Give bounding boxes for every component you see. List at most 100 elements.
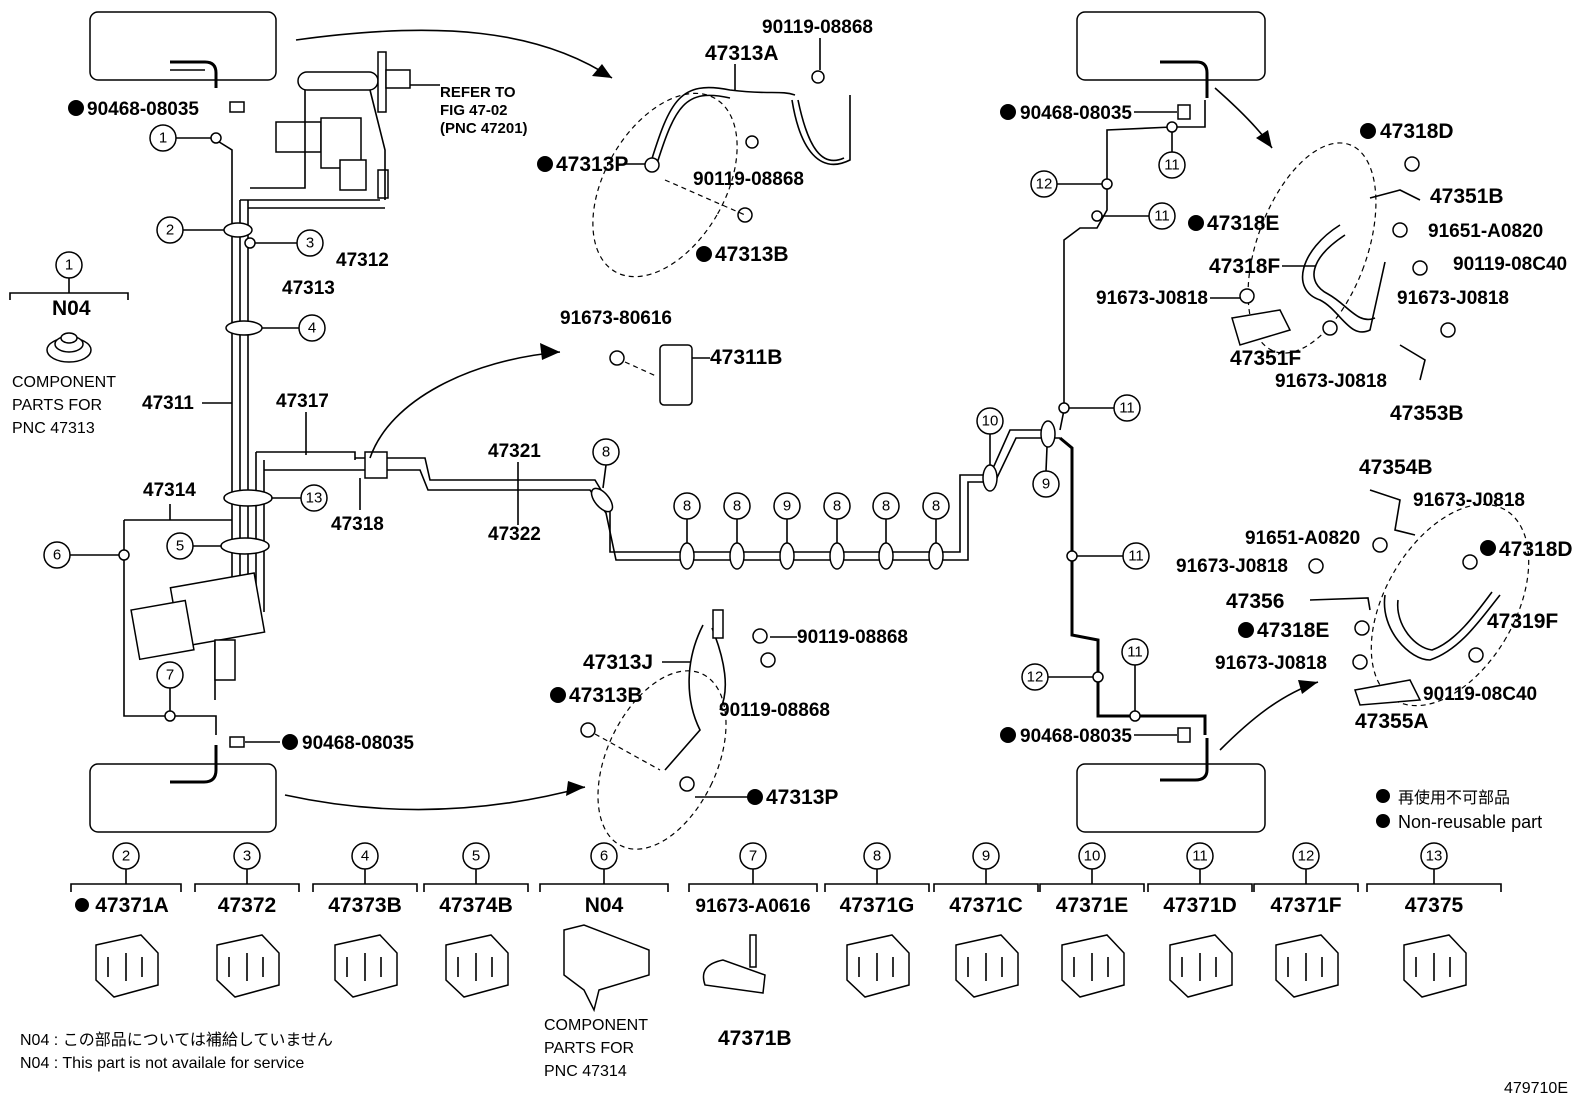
clip-detail bbox=[107, 953, 143, 981]
bracket bbox=[1253, 869, 1359, 892]
bracket bbox=[194, 869, 300, 892]
label-91673-J-3: 91673-J0818 bbox=[1275, 371, 1387, 392]
clamp-13 bbox=[223, 489, 273, 507]
bracket bbox=[539, 869, 669, 892]
bottom-part-3: 4 47373B bbox=[312, 842, 418, 998]
label-n04-left: N04 bbox=[52, 297, 91, 320]
master-cylinder-assembly bbox=[250, 51, 411, 200]
note-jp: N04 : この部品については補給していません bbox=[20, 1031, 333, 1049]
clamp-7-dot bbox=[164, 710, 176, 722]
clip-glyph bbox=[1275, 934, 1339, 998]
label-47354B: 47354B bbox=[1359, 456, 1433, 479]
svg-text:11: 11 bbox=[1154, 208, 1170, 225]
clamp-11c-dot bbox=[1166, 121, 1178, 133]
callout-number: 4 bbox=[361, 848, 369, 865]
joint-47318 bbox=[355, 451, 400, 479]
label-91651-bottom: 91651-A0820 bbox=[1245, 528, 1360, 549]
clamp-12b-dot bbox=[1092, 671, 1104, 683]
label-47318D-top: 47318D bbox=[1380, 120, 1454, 143]
clip-detail bbox=[1415, 953, 1451, 981]
bottom-part-label: 47372 bbox=[218, 894, 276, 917]
label-91673-J-6: 91673-J0818 bbox=[1215, 653, 1327, 674]
callout-number: 2 bbox=[122, 848, 130, 865]
svg-text:8: 8 bbox=[602, 444, 610, 461]
detail-front-right-hose bbox=[1231, 142, 1456, 381]
callout-number: 8 bbox=[873, 848, 881, 865]
label-91651-top: 91651-A0820 bbox=[1428, 221, 1543, 242]
clip-glyph bbox=[1061, 934, 1125, 998]
clamp-9a bbox=[779, 542, 795, 570]
clamp-11d-dot bbox=[1066, 550, 1078, 562]
label-47371B: 47371B bbox=[718, 1027, 792, 1050]
clip-glyph bbox=[1169, 934, 1233, 998]
label-comp-2: PARTS FOR bbox=[12, 397, 102, 414]
svg-text:1: 1 bbox=[159, 130, 167, 147]
svg-text:10: 10 bbox=[982, 413, 999, 430]
bottom-part-label: 47371F bbox=[1270, 894, 1341, 917]
bottom-part-label: N04 bbox=[585, 894, 624, 917]
bracket bbox=[933, 869, 1039, 892]
label-refer-1: REFER TO bbox=[440, 84, 516, 101]
bottom-part-label: 91673-A0616 bbox=[695, 896, 810, 917]
clip-glyph bbox=[216, 934, 280, 998]
callout-number: 7 bbox=[749, 848, 757, 865]
svg-text:5: 5 bbox=[176, 538, 184, 555]
clip-glyph bbox=[95, 934, 159, 998]
part-labels: 90468-08035 47312 47313 47311 47317 4731… bbox=[12, 17, 1573, 809]
label-47314: 47314 bbox=[143, 480, 196, 501]
callout-number: 11 bbox=[1192, 848, 1208, 865]
bracket bbox=[423, 869, 529, 892]
label-47313: 47313 bbox=[282, 278, 335, 299]
clamp-2 bbox=[223, 222, 253, 238]
clamp-11a-dot bbox=[1058, 402, 1070, 414]
bottom-part-label: 47375 bbox=[1405, 894, 1464, 917]
bottom-part-label: 47373B bbox=[328, 894, 402, 917]
label-47355A: 47355A bbox=[1355, 710, 1429, 733]
label-47313P-bottom: 47313P bbox=[766, 786, 838, 809]
svg-text:8: 8 bbox=[833, 498, 841, 515]
panel-bottom-left bbox=[89, 745, 277, 833]
clip-glyph bbox=[563, 924, 650, 1013]
bottom-part-7: 8 47371G bbox=[824, 842, 930, 998]
svg-text:8: 8 bbox=[882, 498, 890, 515]
svg-text:11: 11 bbox=[1164, 157, 1180, 174]
label-47313B-top: 47313B bbox=[715, 243, 789, 266]
clip-glyph bbox=[702, 959, 766, 994]
bracket bbox=[70, 869, 182, 892]
bracket bbox=[824, 869, 930, 892]
clip-detail bbox=[1287, 953, 1323, 981]
clip-detail bbox=[457, 953, 493, 981]
svg-text:6: 6 bbox=[53, 547, 61, 564]
label-91673-J-1: 91673-J0818 bbox=[1096, 288, 1208, 309]
svg-text:2: 2 bbox=[166, 222, 174, 239]
bottom-comp-1: COMPONENT bbox=[544, 1017, 648, 1034]
callout-number: 13 bbox=[1426, 848, 1443, 865]
clip-detail bbox=[858, 953, 894, 981]
label-refer-3: (PNC 47201) bbox=[440, 120, 528, 137]
detail-rear-right-hose bbox=[1308, 489, 1530, 707]
label-47313J: 47313J bbox=[583, 651, 653, 674]
clamp-8e bbox=[878, 542, 894, 570]
non-reusable-bullet bbox=[75, 898, 89, 912]
callout-number: 10 bbox=[1084, 848, 1101, 865]
bottom-part-label: 47371G bbox=[840, 894, 915, 917]
legend-jp: 再使用不可部品 bbox=[1398, 789, 1510, 807]
label-47313A: 47313A bbox=[705, 42, 779, 65]
bottom-part-label: 47371C bbox=[949, 894, 1023, 917]
clamp-8c bbox=[729, 542, 745, 570]
bottom-comp-2: PARTS FOR bbox=[544, 1040, 634, 1057]
label-90119-08C40-top: 90119-08C40 bbox=[1453, 254, 1567, 275]
clamp-12a-dot bbox=[1101, 178, 1113, 190]
label-comp-1: COMPONENT bbox=[12, 374, 116, 391]
bottom-part-12: 13 47375 bbox=[1366, 842, 1502, 998]
clamp-8a bbox=[590, 487, 614, 513]
label-47322: 47322 bbox=[488, 524, 541, 545]
bracket bbox=[1366, 869, 1502, 892]
callout-number: 6 bbox=[600, 848, 608, 865]
